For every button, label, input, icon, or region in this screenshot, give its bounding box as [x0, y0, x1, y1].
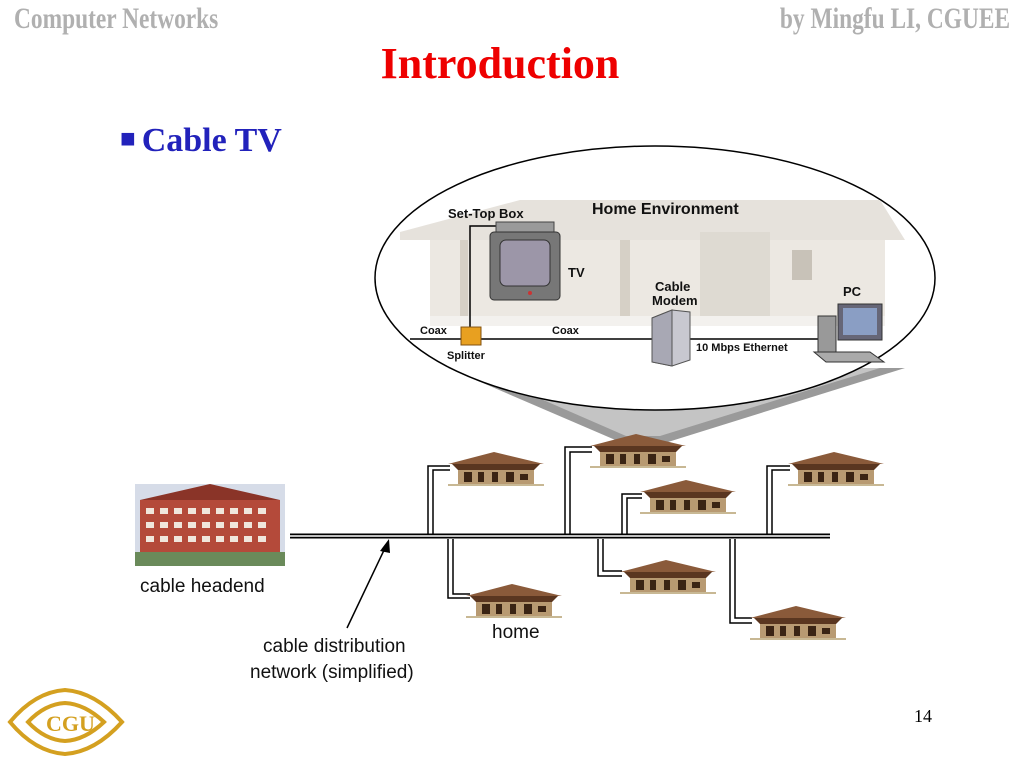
page-number: 14 [914, 706, 932, 726]
tv-icon [489, 221, 561, 301]
bullet-text: Cable TV [141, 122, 282, 159]
distribution-label-line2: network (simplified) [250, 662, 414, 683]
cable-headend-label: cable headend [140, 576, 265, 597]
slide-title: Introduction [380, 39, 620, 88]
coax-left-label: Coax [420, 325, 448, 337]
home-environment-bubble [374, 145, 936, 411]
tv-label: TV [568, 265, 585, 280]
ethernet-label: 10 Mbps Ethernet [696, 342, 788, 354]
home-label: home [492, 622, 540, 643]
cgu-logo-text: CGU [46, 711, 95, 736]
cable-headend-building-icon [135, 484, 285, 566]
home-wiring [410, 225, 820, 340]
splitter-icon [460, 326, 482, 346]
home-house-icon [750, 606, 846, 640]
home-environment-title: Home Environment [592, 201, 739, 218]
splitter-label: Splitter [447, 350, 486, 362]
bullet-square-icon: ■ [120, 124, 136, 153]
cable-modem-icon [651, 309, 691, 367]
home-house-icon [788, 452, 884, 486]
cable-modem-label-line1: Cable [655, 279, 690, 294]
home-house-icon [620, 560, 716, 594]
home-house-icon [640, 480, 736, 514]
pc-label: PC [843, 284, 862, 299]
distribution-network [290, 446, 830, 624]
course-title: Computer Networks [14, 2, 219, 35]
pc-icon [812, 303, 886, 363]
bullet-item: ■Cable TV [120, 122, 282, 160]
distribution-label-line1: cable distribution [263, 636, 406, 657]
author-credit: by Mingfu LI, CGUEE [779, 2, 1010, 35]
set-top-box-label: Set-Top Box [448, 206, 524, 221]
home-house-icon [448, 452, 544, 486]
distribution-arrow [346, 539, 390, 629]
home-house-icon [466, 584, 562, 618]
cgu-logo-icon: CGU [7, 687, 125, 757]
coax-right-label: Coax [552, 325, 580, 337]
cable-modem-label-line2: Modem [652, 293, 698, 308]
